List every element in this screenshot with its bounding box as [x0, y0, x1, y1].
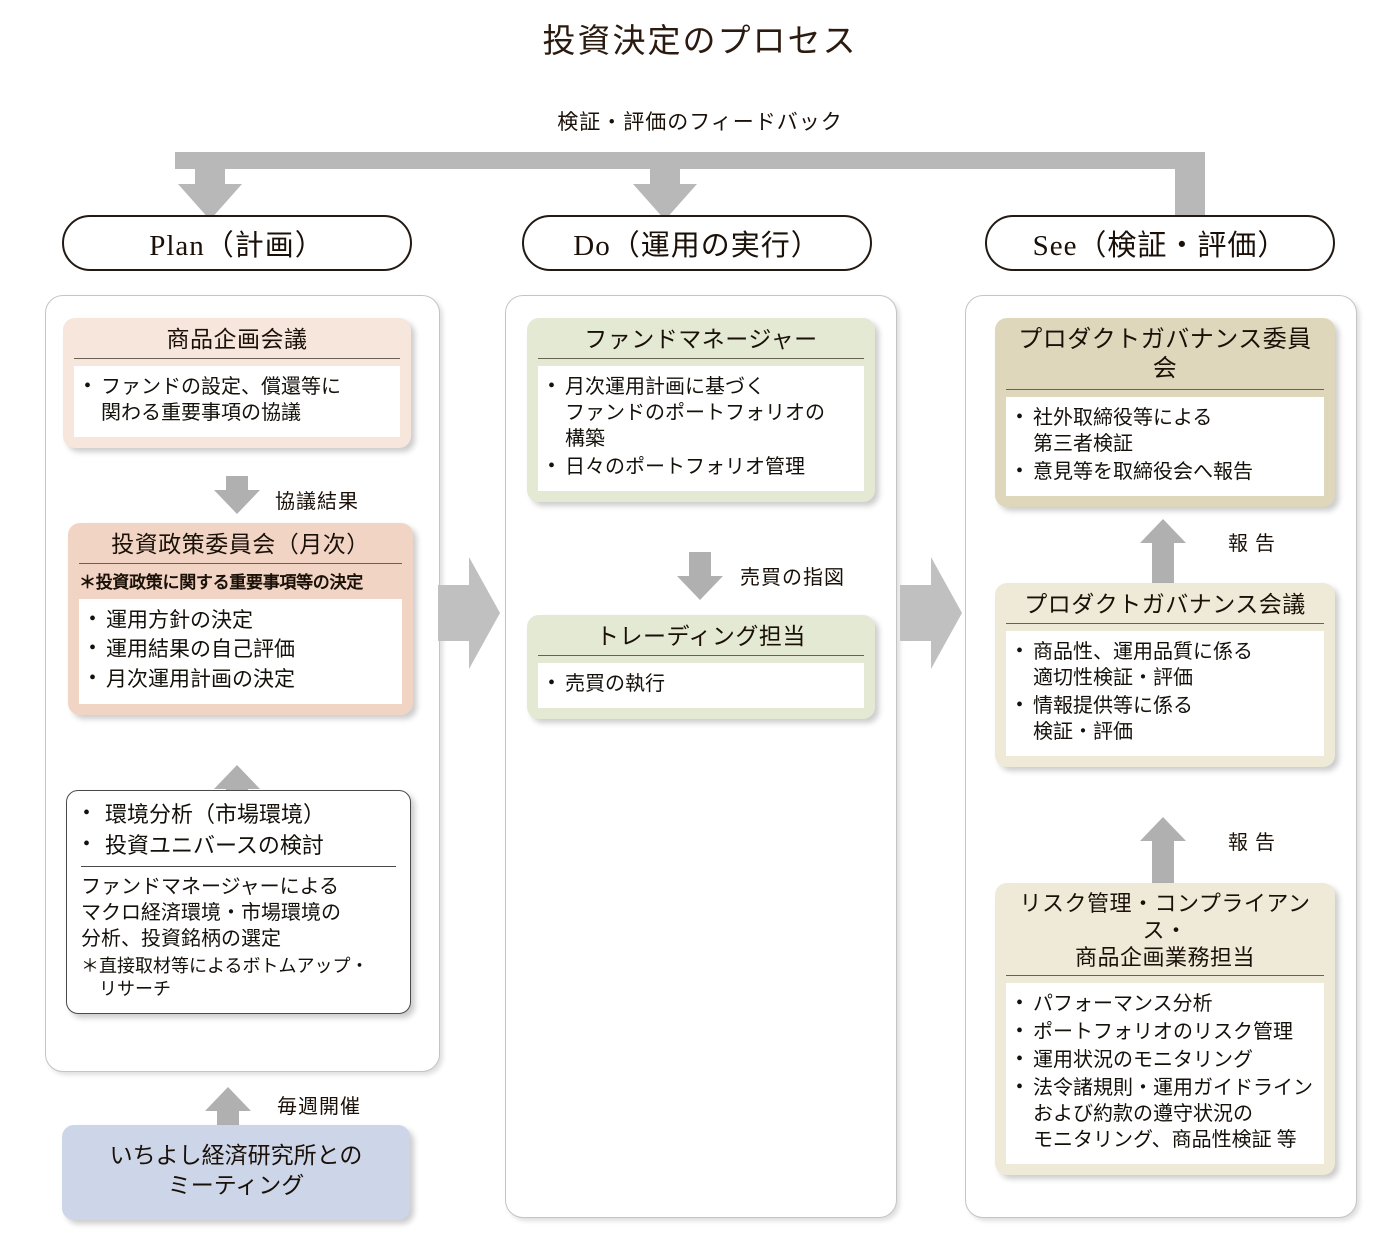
list-item: 商品性、運用品質に係る 適切性検証・評価 — [1014, 638, 1316, 691]
card-body: ファンドの設定、償還等に 関わる重要事項の協議 — [74, 366, 400, 438]
bullet-list: 月次運用計画に基づく ファンドのポートフォリオの 構築 日々のポートフォリオ管理 — [546, 373, 856, 480]
list-item: 月次運用計画に基づく ファンドのポートフォリオの 構築 — [546, 373, 856, 452]
column-header-do: Do（運用の実行） — [522, 215, 872, 271]
card-body: 社外取締役等による 第三者検証 意見等を取締役会へ報告 — [1006, 396, 1324, 496]
list-item: 環境分析（市場環境） — [81, 800, 396, 830]
card-title: トレーディング担当 — [538, 623, 864, 657]
page-title: 投資決定のプロセス — [542, 24, 858, 60]
card-note: ＊投資政策に関する重要事項等の決定 — [79, 573, 363, 593]
list-item: 運用結果の自己評価 — [87, 635, 394, 663]
card-title: プロダクトガバナンス会議 — [1006, 591, 1324, 625]
card-fund-manager[interactable]: ファンドマネージャー 月次運用計画に基づく ファンドのポートフォリオの 構築 日… — [527, 318, 875, 503]
list-item-continuation: 適切性検証・評価 — [1033, 667, 1193, 690]
arrow-report-to-meeting-icon — [1140, 817, 1186, 841]
list-item: パフォーマンス分析 — [1014, 990, 1316, 1017]
feedback-stem-left — [195, 169, 225, 185]
card-risk-compliance-product-planning[interactable]: リスク管理・コンプライアンス・ 商品企画業務担当 パフォーマンス分析 ポートフォ… — [995, 883, 1335, 1176]
card-investment-policy-committee[interactable]: 投資政策委員会（月次） ＊投資政策に関する重要事項等の決定 運用方針の決定 運用… — [68, 523, 413, 715]
arrow-label-report-lower: 報 告 — [1228, 832, 1276, 854]
bullet-list: 運用方針の決定 運用結果の自己評価 月次運用計画の決定 — [87, 606, 394, 693]
list-item-continuation: 検証・評価 — [1033, 721, 1133, 744]
card-ichiyoshi-research-meeting[interactable]: いちよし経済研究所との ミーティング — [62, 1125, 410, 1220]
feedback-loop-bar — [175, 152, 1205, 169]
card-environment-analysis[interactable]: 環境分析（市場環境） 投資ユニバースの検討 ファンドマネージャーによる マクロ経… — [66, 790, 411, 1015]
feedback-stem-right — [1175, 152, 1205, 220]
list-item: 情報提供等に係る 検証・評価 — [1014, 692, 1316, 745]
arrow-label-trade-instruction: 売買の指図 — [740, 567, 845, 589]
feedback-stem-middle — [650, 169, 680, 185]
card-product-planning-meeting[interactable]: 商品企画会議 ファンドの設定、償還等に 関わる重要事項の協議 — [63, 318, 411, 449]
card-title: ファンドマネージャー — [538, 326, 864, 360]
list-item: 売買の執行 — [546, 670, 856, 697]
bullet-list: パフォーマンス分析 ポートフォリオのリスク管理 運用状況のモニタリング 法令諸規… — [1014, 990, 1316, 1153]
list-item-continuation: 関わる重要事項の協議 — [101, 402, 301, 425]
bullet-list: 環境分析（市場環境） 投資ユニバースの検討 — [81, 800, 396, 868]
card-body: 商品性、運用品質に係る 適切性検証・評価 情報提供等に係る 検証・評価 — [1006, 631, 1324, 757]
column-header-plan: Plan（計画） — [62, 215, 412, 271]
list-item: 法令諸規則・運用ガイドライン および約款の遵守状況の モニタリング、商品性検証 … — [1014, 1074, 1316, 1153]
feedback-label: 検証・評価のフィードバック — [557, 110, 843, 134]
arrow-right-large-plan-to-do-icon — [438, 557, 500, 669]
column-header-see: See（検証・評価） — [985, 215, 1335, 271]
list-item: 月次運用計画の決定 — [87, 665, 394, 693]
bullet-list: 社外取締役等による 第三者検証 意見等を取締役会へ報告 — [1014, 404, 1316, 485]
card-product-governance-meeting[interactable]: プロダクトガバナンス会議 商品性、運用品質に係る 適切性検証・評価 情報提供等に… — [995, 583, 1335, 768]
arrow-weekly-meeting-icon — [205, 1087, 251, 1111]
list-item: 運用方針の決定 — [87, 606, 394, 634]
arrow-trade-instruction-icon — [677, 576, 723, 600]
card-title: リスク管理・コンプライアンス・ 商品企画業務担当 — [1006, 891, 1324, 977]
arrow-report-to-committee-stem — [1152, 543, 1174, 583]
bullet-list: 売買の執行 — [546, 670, 856, 697]
card-title: 投資政策委員会（月次） — [79, 531, 402, 565]
list-item-continuation: 第三者検証 — [1033, 432, 1133, 455]
card-body: 運用方針の決定 運用結果の自己評価 月次運用計画の決定 — [79, 599, 402, 704]
arrow-consultation-result-icon — [214, 490, 260, 514]
list-item: ポートフォリオのリスク管理 — [1014, 1018, 1316, 1045]
card-footnote: ＊直接取材等によるボトムアップ・ リサーチ — [81, 956, 369, 1000]
list-item-continuation: ファンドのポートフォリオの 構築 — [565, 402, 825, 451]
arrow-report-to-committee-icon — [1140, 519, 1186, 543]
list-item: ファンドの設定、償還等に 関わる重要事項の協議 — [82, 373, 392, 426]
arrow-label-consultation-result: 協議結果 — [275, 491, 359, 513]
card-product-governance-committee[interactable]: プロダクトガバナンス委員会 社外取締役等による 第三者検証 意見等を取締役会へ報… — [995, 318, 1335, 507]
card-trading-desk[interactable]: トレーディング担当 売買の執行 — [527, 615, 875, 720]
bullet-list: ファンドの設定、償還等に 関わる重要事項の協議 — [82, 373, 392, 426]
card-title: 商品企画会議 — [74, 326, 400, 360]
card-body: 月次運用計画に基づく ファンドのポートフォリオの 構築 日々のポートフォリオ管理 — [538, 366, 864, 492]
feedback-arrowhead-middle-icon — [633, 184, 697, 220]
feedback-arrowhead-left-icon — [178, 184, 242, 220]
card-title: プロダクトガバナンス委員会 — [1006, 326, 1324, 390]
list-item: 日々のポートフォリオ管理 — [546, 453, 856, 480]
card-text: いちよし経済研究所との ミーティング — [109, 1143, 363, 1198]
bullet-list: 商品性、運用品質に係る 適切性検証・評価 情報提供等に係る 検証・評価 — [1014, 638, 1316, 745]
arrow-trade-instruction-stem — [689, 552, 711, 576]
card-body: パフォーマンス分析 ポートフォリオのリスク管理 運用状況のモニタリング 法令諸規… — [1006, 983, 1324, 1165]
card-paragraph: ファンドマネージャーによる マクロ経済環境・市場環境の 分析、投資銘柄の選定 — [81, 876, 341, 951]
arrow-label-report-upper: 報 告 — [1228, 533, 1276, 555]
arrow-right-large-do-to-see-icon — [900, 557, 962, 669]
list-item: 運用状況のモニタリング — [1014, 1046, 1316, 1073]
card-body: 売買の執行 — [538, 663, 864, 709]
arrow-label-weekly-meeting: 毎週開催 — [277, 1096, 361, 1118]
list-item: 社外取締役等による 第三者検証 — [1014, 404, 1316, 457]
arrow-consultation-result-stem — [226, 476, 248, 490]
list-item: 投資ユニバースの検討 — [81, 831, 396, 861]
arrow-report-to-meeting-stem — [1152, 841, 1174, 883]
arrow-to-policy-committee-icon — [214, 765, 260, 789]
list-item: 意見等を取締役会へ報告 — [1014, 458, 1316, 485]
list-item-continuation: および約款の遵守状況の モニタリング、商品性検証 等 — [1033, 1103, 1297, 1152]
